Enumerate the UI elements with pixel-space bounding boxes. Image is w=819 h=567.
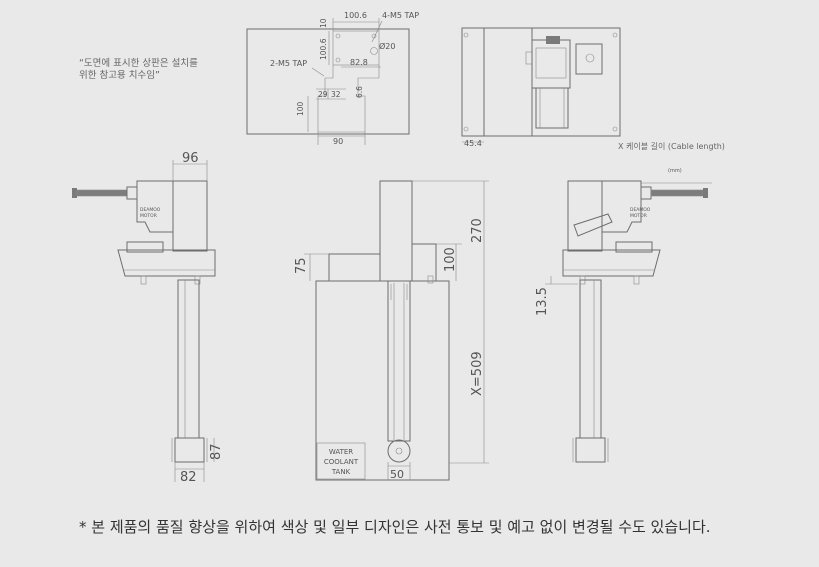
hole-dia-20 (370, 47, 378, 55)
left-base (117, 249, 216, 277)
plate-outline (246, 28, 410, 135)
front-pulley (387, 439, 411, 463)
reference-note-line-1: “도면에 표시한 상판은 설치를 (79, 58, 198, 69)
plate-slot-outline (317, 65, 380, 133)
hole-top-right (371, 33, 377, 39)
plate-dim-top: 100.6 (344, 11, 367, 20)
tank-label-1: WATER (329, 448, 353, 456)
plate-dia: Ø20 (379, 41, 395, 51)
front-column (379, 180, 413, 282)
left-pipe (177, 279, 200, 439)
right-brand-1: DEAMOO (630, 207, 651, 213)
tank-label-2: COOLANT (324, 458, 359, 466)
top-view-plate (461, 27, 621, 137)
reference-note-line-2: 위한 참고용 치수임” (79, 70, 160, 81)
right-brand-2: MOTOR (630, 213, 647, 219)
front-dim-x: X=509 (470, 351, 485, 396)
reference-note: “도면에 표시한 상판은 설치를 위한 참고용 치수임” (79, 58, 249, 82)
plate-dim-6-6: 6.6 (355, 86, 364, 98)
front-dim-50: 50 (390, 468, 404, 481)
left-brand-2: MOTOR (140, 213, 157, 219)
right-base (562, 249, 661, 277)
right-side-view: DEAMOO MOTOR (mm) 13.5 (535, 168, 712, 463)
right-dim-13-5: 13.5 (535, 287, 550, 316)
right-column (567, 180, 603, 252)
plate-dim-100: 100 (296, 101, 305, 116)
left-bracket (174, 437, 205, 463)
tank-label-3: TANK (331, 468, 351, 476)
front-dim-270: 270 (470, 218, 485, 243)
front-side-block (411, 243, 437, 282)
plate-drawing: 100.6 4-M5 TAP 10 100.6 Ø20 82.8 2-M5 TA… (246, 11, 419, 146)
left-motor-housing (136, 180, 174, 233)
top-view-motor (531, 39, 571, 89)
plate-dim-32: 32 (331, 90, 341, 99)
right-tray (573, 213, 613, 237)
front-view: 270 100 75 X=509 50 WATER COOLANT TANK (294, 180, 489, 481)
cable-length-label: X 케이블 길이 (Cable length) (618, 142, 725, 151)
left-cable (76, 189, 128, 197)
hole-bottom-left (335, 57, 341, 63)
front-tank (315, 280, 450, 481)
right-pipe (579, 279, 602, 439)
plate-dim-90: 90 (333, 137, 343, 146)
top-view-gear (575, 43, 603, 75)
right-mm-label: (mm) (668, 168, 682, 174)
left-dim-87: 87 (209, 443, 224, 460)
right-motor-housing (601, 180, 642, 233)
left-brand-1: DEAMOO (140, 207, 161, 213)
plate-dim-29: 29 (318, 90, 328, 99)
left-column (172, 180, 208, 252)
plate-dim-82-8: 82.8 (350, 58, 368, 67)
plate-tap-2: 2-M5 TAP (270, 59, 307, 68)
top-view-body (483, 27, 533, 137)
right-bracket (575, 437, 606, 463)
plate-dim-100-6-vertical: 100.6 (319, 38, 328, 60)
front-dim-100: 100 (443, 247, 458, 272)
plate-inner-cutout (332, 30, 380, 66)
tank-label-box (316, 442, 366, 480)
plate-tap-4: 4-M5 TAP (382, 11, 419, 20)
front-dim-75: 75 (294, 257, 309, 274)
left-dim-82: 82 (180, 470, 197, 485)
front-shaft (387, 280, 411, 442)
left-side-view: DEAMOO MOTOR 96 87 82 (72, 151, 224, 485)
top-view: 45.4 (461, 27, 621, 148)
left-dim-96: 96 (182, 151, 199, 166)
plate-dim-10: 10 (319, 18, 328, 28)
top-view-pump (535, 87, 569, 129)
right-cable (650, 189, 704, 197)
footer-disclaimer: * 본 제품의 품질 향상을 위하여 색상 및 일부 디자인은 사전 통보 및 … (79, 518, 711, 536)
hole-top-left (335, 33, 341, 39)
top-view-dim-45-4: 45.4 (464, 139, 482, 148)
